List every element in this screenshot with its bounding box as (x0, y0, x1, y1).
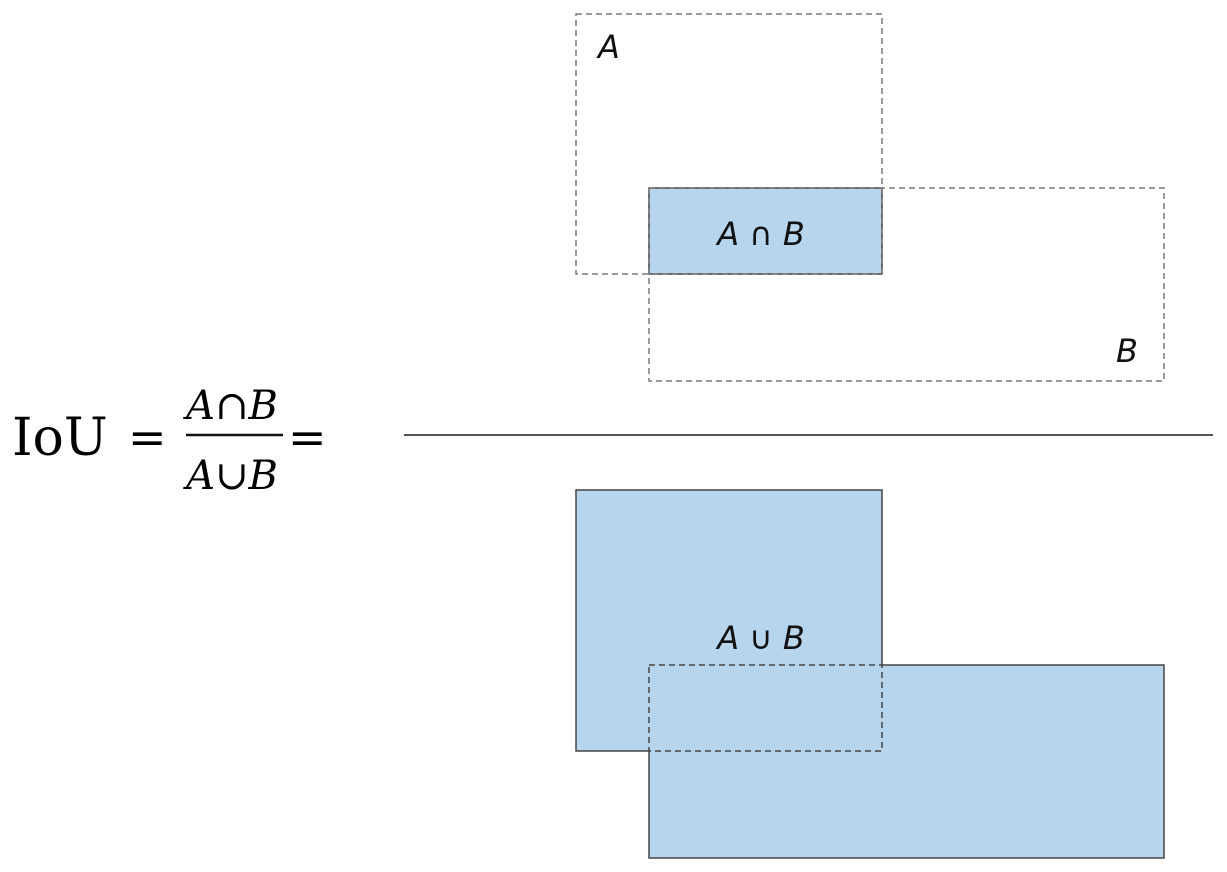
fraction-numerator: A∩B (182, 383, 278, 429)
equals-sign-2: = (288, 410, 327, 464)
union-area (575, 489, 1165, 859)
iou-label: IoU (12, 408, 108, 468)
overlap-outline (648, 664, 883, 752)
box-b-outline (648, 187, 1165, 382)
box-a-outline (575, 13, 883, 275)
box-a-label: A (596, 28, 620, 66)
box-b-label: B (1116, 332, 1138, 370)
bottom-figure: A ∪ B (575, 489, 1165, 859)
union-label: A ∪ B (715, 619, 805, 657)
fraction-denominator: A∪B (182, 453, 278, 499)
equals-sign-1: = (128, 410, 167, 464)
intersection-label: A ∩ B (715, 215, 805, 253)
top-figure: A B A ∩ B (575, 13, 1165, 382)
